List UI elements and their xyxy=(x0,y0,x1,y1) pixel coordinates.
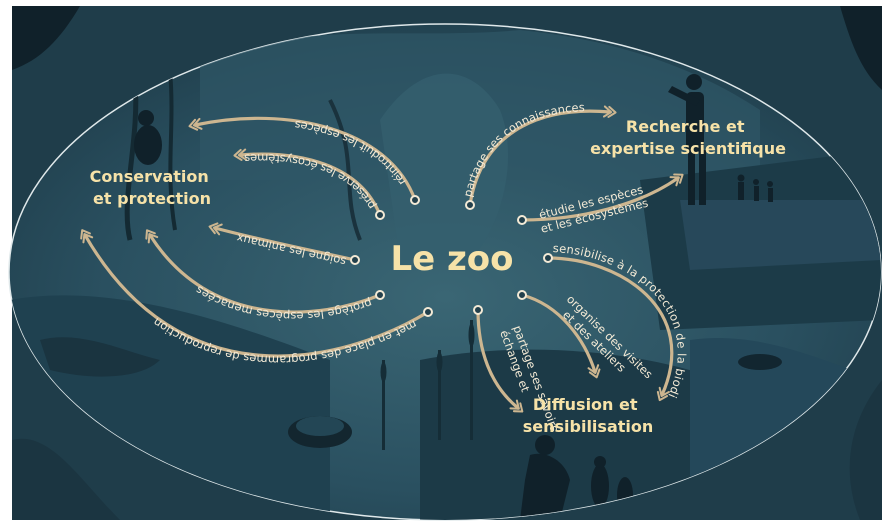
leaf-silhouette xyxy=(840,6,882,90)
origin-node xyxy=(375,290,385,300)
center-title: Le zoo xyxy=(390,239,513,279)
origin-node xyxy=(375,210,385,220)
origin-node xyxy=(473,305,483,315)
arrow-origins xyxy=(350,195,553,317)
pole-research: Recherche et expertise scientifique xyxy=(590,117,786,158)
origin-node xyxy=(423,307,433,317)
leaf-silhouette xyxy=(12,6,80,70)
leaf-silhouette xyxy=(849,380,882,520)
origin-node xyxy=(517,290,527,300)
pole-conservation: Conservation et protection xyxy=(90,167,215,208)
origin-node xyxy=(465,200,475,210)
origin-node xyxy=(517,215,527,225)
pole-diffusion: Diffusion et sensibilisation xyxy=(523,395,654,436)
origin-node xyxy=(350,255,360,265)
leaf-silhouette xyxy=(12,438,120,520)
origin-node xyxy=(543,253,553,263)
origin-node xyxy=(410,195,420,205)
